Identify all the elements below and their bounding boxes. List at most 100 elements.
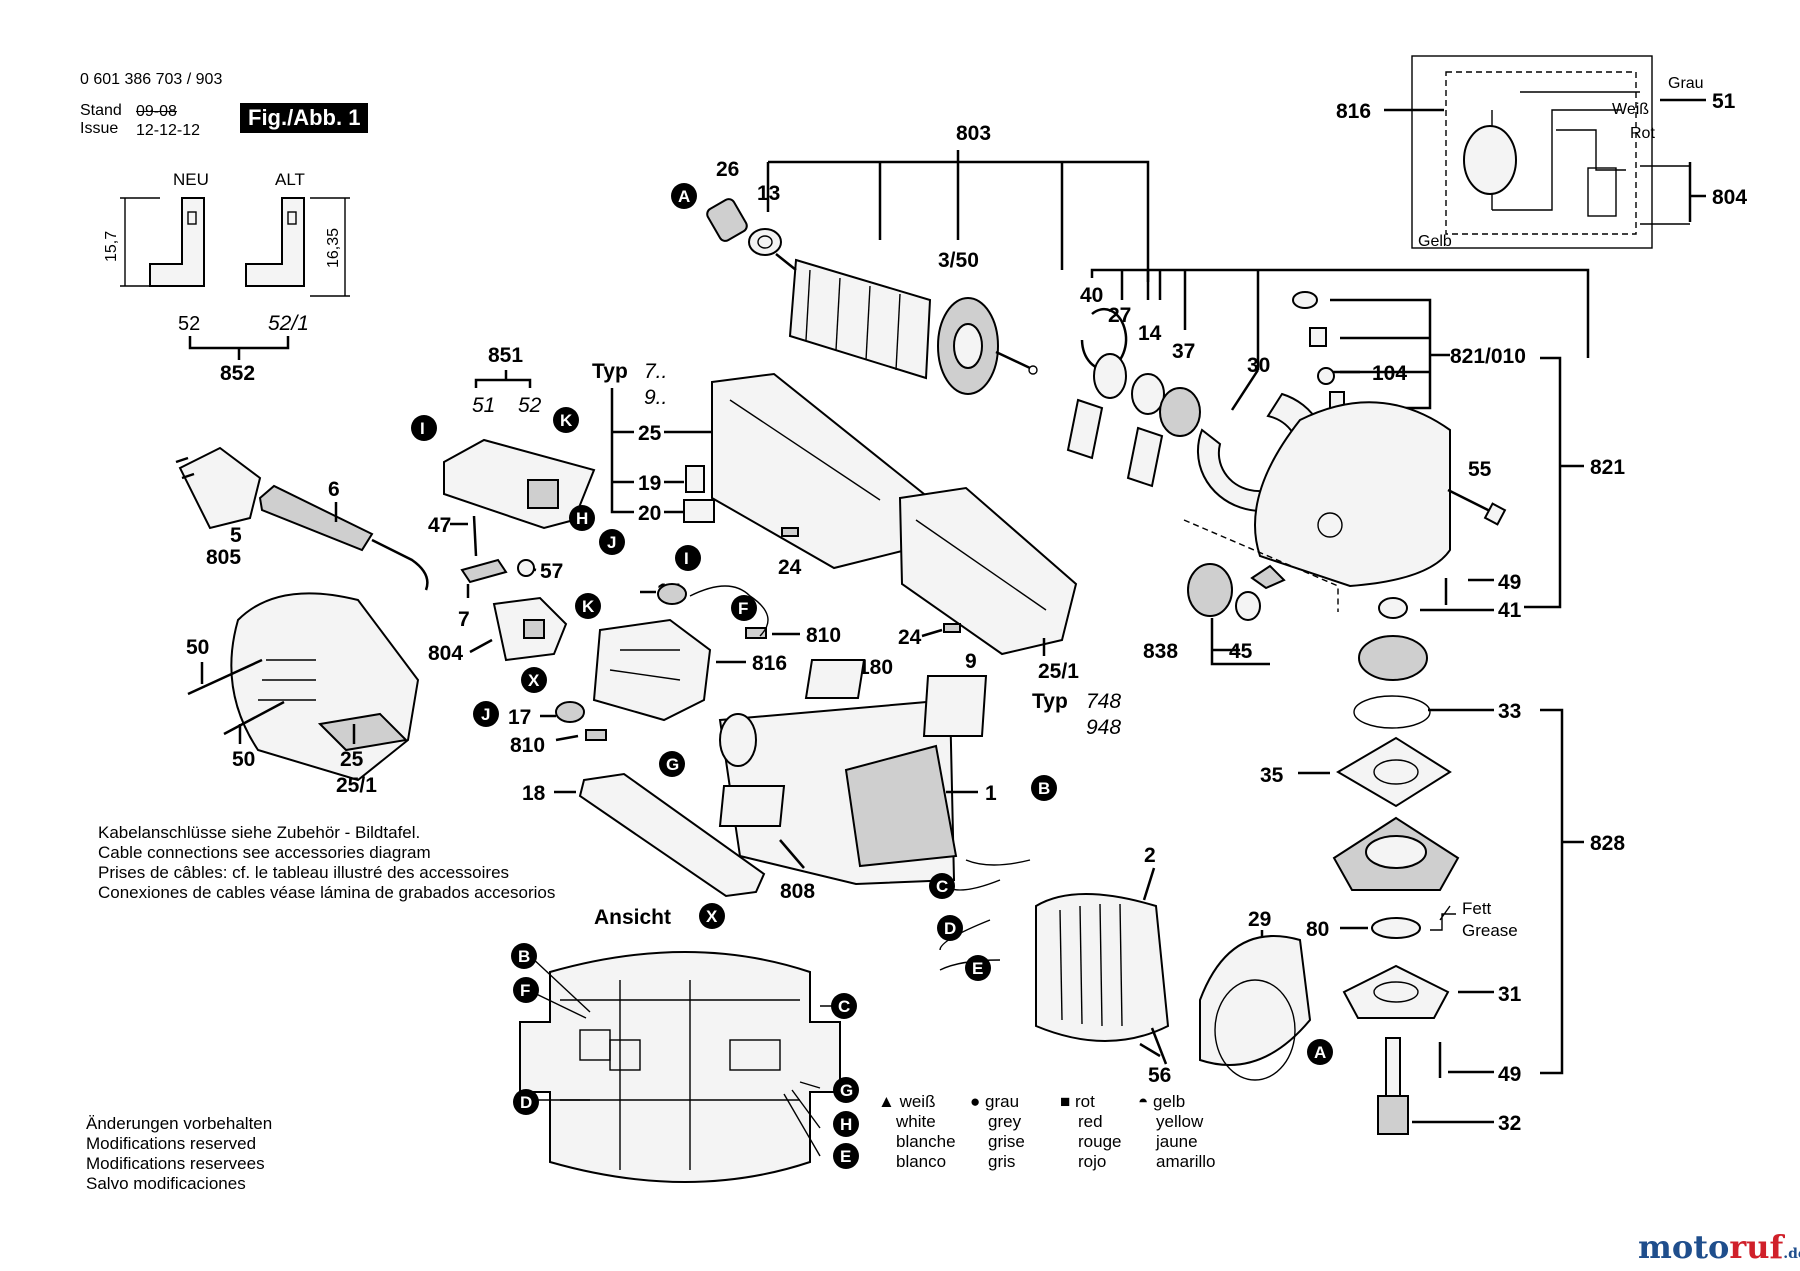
housing-shells: 25/1 Typ 748 948 24 24 xyxy=(711,372,1121,739)
doc-number: 0 601 386 703 / 903 xyxy=(80,71,223,88)
carbon-brush-810a xyxy=(745,627,767,639)
part-51-label-b: 51 xyxy=(1712,90,1736,113)
switch-slider-20 xyxy=(683,499,715,523)
stator-group: 2 29 56 xyxy=(939,844,1312,1087)
svg-text:F: F xyxy=(738,599,748,618)
pushbutton-cap xyxy=(1292,291,1318,309)
legend-white: ▲ weiß white blanche blanco xyxy=(878,1092,956,1171)
marker-x-1: X xyxy=(521,667,547,693)
part-33-label: 33 xyxy=(1498,700,1521,723)
wiring-diagram: Grau Weiß Rot Gelb 816 51 804 xyxy=(1336,55,1747,250)
mod-note-es: Salvo modificaciones xyxy=(86,1174,246,1193)
stator-2 xyxy=(1035,893,1170,1042)
pinion-group: 838 45 xyxy=(1143,519,1339,666)
grease-label: Grease xyxy=(1462,921,1518,940)
svg-text:F: F xyxy=(520,981,530,1000)
typ-upper-v1: 7.. xyxy=(644,360,667,383)
part-852-label: 852 xyxy=(220,362,255,385)
alt-part-shape xyxy=(245,197,305,287)
marker-c-1: C xyxy=(929,873,955,899)
part-30-label: 30 xyxy=(1247,354,1270,377)
typ-upper-v2: 9.. xyxy=(644,386,667,409)
issue-label: Issue xyxy=(80,120,119,137)
dim-left: 15,7 xyxy=(103,231,120,262)
pinion-gear xyxy=(1187,563,1233,617)
washer-80 xyxy=(1371,917,1421,939)
brush-plate-816 xyxy=(592,618,712,722)
issue-date: 12-12-12 xyxy=(136,122,201,139)
square-icon: ■ xyxy=(1060,1092,1071,1111)
svg-text:B: B xyxy=(1038,779,1050,798)
modification-notes: Änderungen vorbehalten Modifications res… xyxy=(86,1114,272,1194)
marker-j-2: J xyxy=(473,701,499,727)
bearing-26 xyxy=(706,198,748,242)
part-49-label-b: 49 xyxy=(1498,1063,1521,1086)
plug-805 xyxy=(178,446,262,530)
svg-text:G: G xyxy=(666,755,679,774)
part-5-label: 5 xyxy=(230,524,242,547)
part-50-label-a: 50 xyxy=(186,636,209,659)
wiring-gelb: Gelb xyxy=(1418,233,1452,250)
part-838-label: 838 xyxy=(1143,640,1178,663)
part-7-label: 7 xyxy=(458,608,470,631)
wiring-grau: Grau xyxy=(1668,75,1704,92)
cable-note-fr: Prises de câbles: cf. le tableau illustr… xyxy=(98,863,510,882)
part-20-label: 20 xyxy=(638,502,661,525)
marker-c-2: C xyxy=(831,993,857,1019)
fett-label: Fett xyxy=(1462,899,1492,918)
triangle-icon: ▲ xyxy=(878,1092,895,1111)
part-810-label-a: 810 xyxy=(806,624,841,647)
bearing-13 xyxy=(748,228,782,256)
cover-29 xyxy=(1199,935,1312,1066)
gear-housing xyxy=(1254,401,1451,588)
marker-k-2: K xyxy=(575,593,601,619)
o-ring-33 xyxy=(1353,695,1431,729)
spring-104 xyxy=(1309,327,1327,347)
part-104-label: 104 xyxy=(1372,362,1407,385)
part-51-label: 51 xyxy=(472,394,495,417)
housing-shell-25 xyxy=(711,372,926,570)
part-52-1-label: 52/1 xyxy=(268,312,309,335)
alt-label: ALT xyxy=(275,170,305,189)
circlip-40 xyxy=(1080,307,1128,371)
part-25-label: 25 xyxy=(638,422,662,445)
part-24-label-b: 24 xyxy=(898,626,922,649)
clamp-31 xyxy=(1342,964,1450,1019)
screw-56 xyxy=(1150,1027,1168,1065)
part-13-label: 13 xyxy=(757,182,780,205)
bearing-37 xyxy=(1159,387,1201,437)
svg-text:J: J xyxy=(607,533,616,552)
svg-text:C: C xyxy=(936,877,948,896)
cable-note-en: Cable connections see accessories diagra… xyxy=(98,843,431,862)
part-29-label: 29 xyxy=(1248,908,1271,931)
marker-g-2: G xyxy=(833,1077,859,1103)
svg-text:I: I xyxy=(684,549,689,568)
part-816-label-a: 816 xyxy=(752,652,787,675)
part-14-label: 14 xyxy=(1138,322,1162,345)
label-9 xyxy=(922,675,988,737)
housing-shell-25-1 xyxy=(898,486,1078,656)
part-25-1-label: 25/1 xyxy=(1038,660,1079,683)
svg-text:X: X xyxy=(706,907,718,926)
handle-housing-group: 50 50 25 25/1 xyxy=(186,592,420,797)
marker-j-1: J xyxy=(599,529,625,555)
svg-text:A: A xyxy=(1314,1043,1326,1062)
spring-19 xyxy=(685,465,705,493)
part-47-label: 47 xyxy=(428,514,451,537)
svg-text:H: H xyxy=(840,1115,852,1134)
part-180-label: 180 xyxy=(858,656,893,679)
part-49-label-a: 49 xyxy=(1498,571,1521,594)
ansicht-x-view: Ansicht xyxy=(519,906,841,1183)
screw-47 xyxy=(472,515,478,557)
part-803-label: 803 xyxy=(956,122,991,145)
dim-right: 16,35 xyxy=(325,228,342,268)
legend-red: ■ rot red rouge rojo xyxy=(1060,1092,1122,1171)
part-40-label: 40 xyxy=(1080,284,1103,307)
part-80-label: 80 xyxy=(1306,918,1329,941)
part-32-label: 32 xyxy=(1498,1112,1521,1135)
part-19-label: 19 xyxy=(638,472,661,495)
needle-bearing-41 xyxy=(1378,597,1408,619)
legend-yellow: ◓ gelb yellow jaune amarillo xyxy=(1138,1092,1216,1171)
part-24-label-a: 24 xyxy=(778,556,802,579)
half-circle-icon: ◓ xyxy=(1138,1092,1149,1111)
